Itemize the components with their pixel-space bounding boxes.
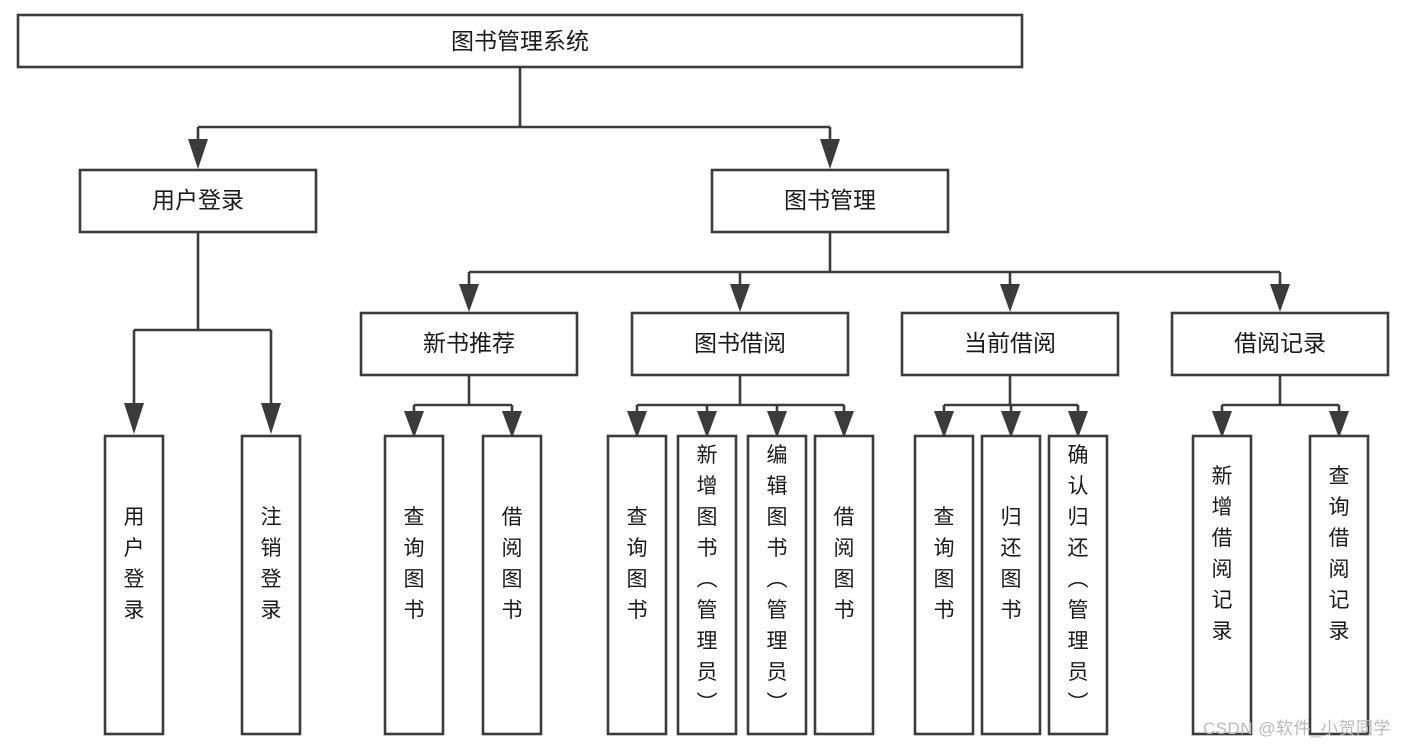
arrow-head-leaf-user-login [124, 403, 144, 434]
arrow-head-leaf-borrow-book-2 [834, 411, 854, 438]
node-leaf-borrow-book-1[interactable]: 借阅图书 [481, 434, 543, 736]
node-leaf-query-book-3[interactable]: 查询图书 [913, 434, 975, 736]
arrow-head-leaf-return-book [1001, 411, 1021, 438]
node-leaf-user-login[interactable]: 用户登录 [103, 434, 165, 736]
node-leaf-confirm-return-admin[interactable]: 确认归还︵管理员︶ [1047, 434, 1109, 736]
node-leaf-add-book-admin[interactable]: 新增图书︵管理员︶ [676, 434, 738, 736]
node-borrow-record[interactable]: 借阅记录 [1170, 311, 1390, 377]
node-new-book-recommend[interactable]: 新书推荐 [359, 311, 579, 377]
arrow-head-user-login [188, 139, 208, 169]
arrow-head-leaf-edit-book-admin [767, 411, 787, 438]
arrow-head-leaf-query-book-1 [404, 411, 424, 438]
node-book-borrow[interactable]: 图书借阅 [630, 311, 850, 377]
node-leaf-edit-book-admin-box[interactable] [746, 434, 808, 736]
node-leaf-query-borrow-record[interactable]: 查询借阅记录 [1308, 434, 1370, 736]
node-leaf-edit-book-admin[interactable]: 编辑图书︵管理员︶ [746, 434, 808, 736]
node-leaf-return-book-box[interactable] [980, 434, 1042, 736]
arrow-head-leaf-confirm-return-admin [1068, 411, 1088, 438]
node-leaf-return-book-label: 归还图书 [1001, 506, 1022, 622]
node-leaf-query-book-2-box[interactable] [606, 434, 668, 736]
node-user-login-box[interactable] [78, 168, 318, 234]
arrow-head-current-borrow [1000, 284, 1020, 312]
node-leaf-logout-login-label: 注销登录 [261, 506, 282, 622]
arrow-head-leaf-logout-login [261, 403, 281, 434]
node-leaf-query-book-3-box[interactable] [913, 434, 975, 736]
node-leaf-add-book-admin-label: 新增图书︵管理员︶ [697, 444, 718, 715]
connector-layer [124, 67, 1349, 438]
node-root-system-box[interactable] [16, 13, 1024, 69]
node-leaf-edit-book-admin-label: 编辑图书︵管理员︶ [767, 444, 788, 715]
arrow-head-leaf-add-book-admin [697, 411, 717, 438]
node-book-management-box[interactable] [710, 168, 950, 234]
node-leaf-add-borrow-record[interactable]: 新增借阅记录 [1191, 434, 1253, 736]
node-leaf-query-borrow-record-box[interactable] [1308, 434, 1370, 736]
node-leaf-query-book-1[interactable]: 查询图书 [383, 434, 445, 736]
node-leaf-add-borrow-record-label: 新增借阅记录 [1212, 465, 1233, 643]
node-user-login-label: 用户登录 [152, 187, 244, 213]
node-leaf-borrow-book-2-label: 借阅图书 [834, 506, 855, 622]
node-book-management-label: 图书管理 [784, 187, 876, 213]
node-leaf-query-book-1-box[interactable] [383, 434, 445, 736]
node-leaf-borrow-book-1-box[interactable] [481, 434, 543, 736]
node-current-borrow-box[interactable] [900, 311, 1120, 377]
node-new-book-recommend-label: 新书推荐 [423, 330, 515, 356]
node-leaf-confirm-return-admin-label: 确认归还︵管理员︶ [1068, 444, 1089, 715]
arrow-head-leaf-query-borrow-record [1329, 411, 1349, 438]
node-leaf-query-borrow-record-label: 查询借阅记录 [1329, 465, 1350, 643]
node-leaf-logout-login[interactable]: 注销登录 [240, 434, 302, 736]
arrow-head-borrow-record [1270, 284, 1290, 312]
node-current-borrow[interactable]: 当前借阅 [900, 311, 1120, 377]
node-current-borrow-label: 当前借阅 [964, 330, 1056, 356]
node-leaf-query-book-1-label: 查询图书 [404, 506, 425, 622]
node-book-borrow-box[interactable] [630, 311, 850, 377]
node-leaf-user-login-box[interactable] [103, 434, 165, 736]
node-leaf-return-book[interactable]: 归还图书 [980, 434, 1042, 736]
arrow-head-leaf-query-book-2 [627, 411, 647, 438]
node-leaf-add-borrow-record-box[interactable] [1191, 434, 1253, 736]
node-leaf-user-login-label: 用户登录 [124, 506, 145, 622]
node-book-management[interactable]: 图书管理 [710, 168, 950, 234]
node-new-book-recommend-box[interactable] [359, 311, 579, 377]
node-leaf-borrow-book-2-box[interactable] [813, 434, 875, 736]
node-leaf-query-book-2[interactable]: 查询图书 [606, 434, 668, 736]
node-leaf-confirm-return-admin-box[interactable] [1047, 434, 1109, 736]
node-leaf-add-book-admin-box[interactable] [676, 434, 738, 736]
node-leaf-query-book-3-label: 查询图书 [934, 506, 955, 622]
arrow-head-book-borrow [730, 284, 750, 312]
arrow-head-new-book-recommend [459, 284, 479, 312]
arrow-head-book-management [820, 139, 840, 169]
node-leaf-query-book-2-label: 查询图书 [627, 506, 648, 622]
arrow-head-leaf-add-borrow-record [1212, 411, 1232, 438]
node-root-system[interactable]: 图书管理系统 [16, 13, 1024, 69]
node-leaf-borrow-book-1-label: 借阅图书 [502, 506, 523, 622]
node-book-borrow-label: 图书借阅 [694, 330, 786, 356]
node-leaf-logout-login-box[interactable] [240, 434, 302, 736]
node-borrow-record-label: 借阅记录 [1234, 330, 1326, 356]
arrow-head-leaf-query-book-3 [934, 411, 954, 438]
node-leaf-borrow-book-2[interactable]: 借阅图书 [813, 434, 875, 736]
arrow-head-leaf-borrow-book-1 [502, 411, 522, 438]
node-borrow-record-box[interactable] [1170, 311, 1390, 377]
node-user-login[interactable]: 用户登录 [78, 168, 318, 234]
node-root-system-label: 图书管理系统 [451, 28, 589, 54]
